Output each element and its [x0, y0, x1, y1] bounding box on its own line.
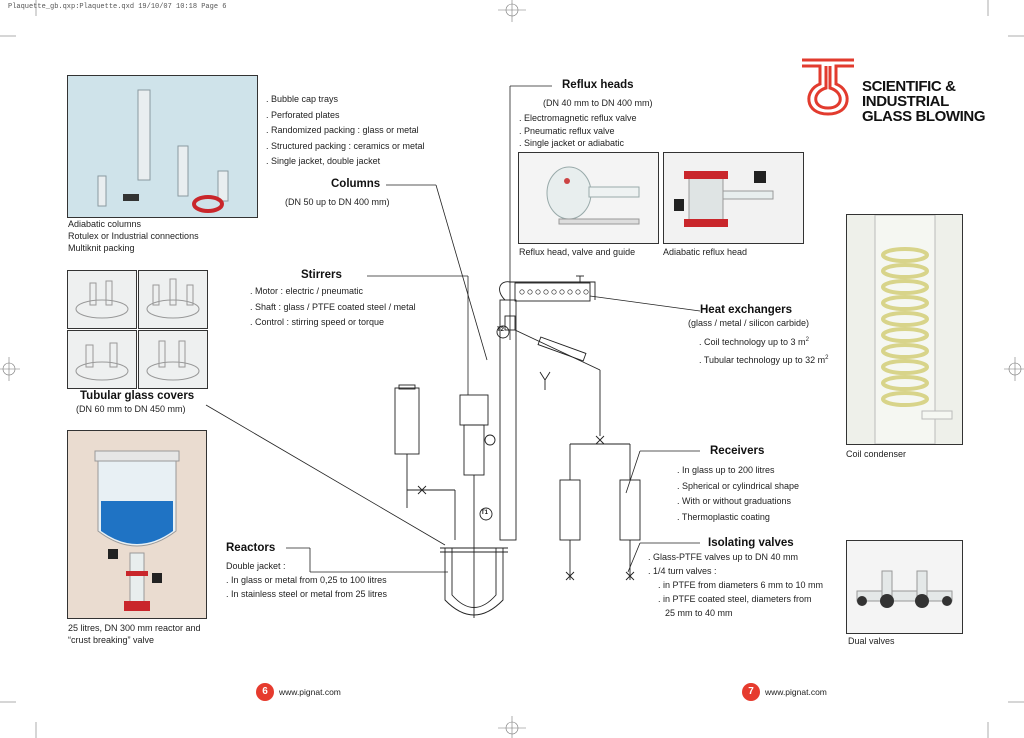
columns-bullets: . Bubble cap trays . Perforated plates .…	[266, 92, 425, 170]
reflux-bullets: . Electromagnetic reflux valve . Pneumat…	[519, 112, 637, 150]
temp-sensor-t2: T2	[497, 327, 505, 333]
dual-valves-photo	[846, 540, 963, 634]
footer-url-left[interactable]: www.pignat.com	[279, 687, 341, 697]
bullet-item: . Electromagnetic reflux valve	[519, 113, 637, 123]
footer-logo-right: 7	[742, 683, 760, 701]
valves-heading: Isolating valves	[708, 537, 794, 549]
dual-valves-illustration	[847, 541, 962, 633]
adiabatic-reflux-photo	[663, 152, 804, 244]
glass-columns-illustration	[68, 76, 257, 217]
heat-bullet-2: . Tubular technology up to 32 m	[699, 354, 826, 365]
temp-sensor-t1: T1	[481, 510, 489, 516]
superscript: 2	[805, 337, 809, 343]
bullet-item: . Control : stirring speed or torque	[250, 317, 385, 327]
bullet-item: . Coil technology up to 3 m2	[699, 333, 828, 351]
bullet-item: . Structured packing : ceramics or metal	[266, 140, 425, 151]
receivers-heading: Receivers	[710, 445, 765, 457]
bullet-item: . in PTFE from diameters 6 mm to 10 mm	[658, 580, 824, 590]
bullet-item: Double jacket :	[226, 561, 286, 571]
caption-line: Multiknit packing	[68, 243, 135, 253]
print-slug: Plaquette_gb.qxp:Plaquette.qxd 19/10/07 …	[8, 3, 227, 11]
glass-cover-icon	[68, 331, 136, 388]
columns-range: (DN 50 up to DN 400 mm)	[285, 197, 390, 207]
logo-line-3: GLASS BLOWING	[862, 108, 986, 125]
bullet-item: . Motor : electric / pneumatic	[250, 286, 364, 296]
heat-bullets: . Coil technology up to 3 m2 . Tubular t…	[699, 333, 828, 368]
dual-valves-caption: Dual valves	[848, 636, 895, 646]
columns-caption: Adiabatic columns Rotulex or Industrial …	[68, 218, 199, 254]
cover-photo	[67, 330, 137, 389]
bullet-item: 25 mm to 40 mm	[665, 608, 733, 618]
heat-sub: (glass / metal / silicon carbide)	[688, 318, 810, 328]
cover-photo	[138, 270, 208, 329]
heat-heading: Heat exchangers	[700, 304, 793, 316]
receivers-bullets: . In glass up to 200 litres . Spherical …	[677, 463, 799, 525]
columns-photo	[67, 75, 258, 218]
company-logo	[798, 54, 858, 123]
reactor-illustration	[68, 431, 206, 618]
coil-caption: Coil condenser	[846, 449, 907, 459]
glassblowing-logo-icon	[802, 58, 854, 116]
reactor-photo	[67, 430, 207, 619]
bullet-item: . Tubular technology up to 32 m2	[699, 351, 828, 369]
valves-bullets: . Glass-PTFE valves up to DN 40 mm . 1/4…	[648, 550, 823, 620]
reactors-bullets: Double jacket : . In glass or metal from…	[226, 559, 387, 601]
reflux-head-photo	[518, 152, 659, 244]
bullet-item: . 1/4 turn valves :	[648, 566, 717, 576]
glass-cover-icon	[139, 271, 207, 328]
logo-line-1: SCIENTIFIC &	[862, 78, 956, 95]
bullet-item: . In stainless steel or metal from 25 li…	[226, 589, 388, 599]
footer-url-right[interactable]: www.pignat.com	[765, 687, 827, 697]
bullet-item: . With or without graduations	[677, 496, 792, 506]
bullet-item: . Glass-PTFE valves up to DN 40 mm	[648, 552, 799, 562]
caption-line: Rotulex or Industrial connections	[68, 231, 199, 241]
columns-heading: Columns	[331, 178, 381, 190]
bullet-item: . In glass up to 200 litres	[677, 465, 775, 475]
stirrers-heading: Stirrers	[301, 269, 342, 281]
cover-photo	[138, 330, 208, 389]
coil-condenser-illustration	[847, 215, 962, 444]
bullet-item: . Spherical or cylindrical shape	[677, 480, 800, 491]
bullet-item: . Perforated plates	[266, 109, 340, 120]
heat-bullet-1: . Coil technology up to 3 m	[699, 337, 806, 347]
covers-range: (DN 60 mm to DN 450 mm)	[76, 404, 186, 414]
logo-text: SCIENTIFIC & INDUSTRIAL GLASS BLOWING	[862, 78, 986, 125]
bullet-item: . in PTFE coated steel, diameters from	[658, 594, 812, 604]
covers-heading: Tubular glass covers	[80, 390, 195, 402]
bullet-item: . Bubble cap trays	[266, 94, 339, 104]
caption-line: 25 litres, DN 300 mm reactor and	[68, 623, 201, 633]
stirrers-bullets: . Motor : electric / pneumatic . Shaft :…	[250, 284, 416, 331]
bullet-item: . Single jacket or adiabatic	[519, 138, 625, 148]
bullet-item: . Shaft : glass / PTFE coated steel / me…	[250, 301, 416, 312]
footer-logo-left: 6	[256, 683, 274, 701]
bullet-item: . In glass or metal from 0,25 to 100 lit…	[226, 575, 387, 585]
logo-line-2: INDUSTRIAL	[862, 93, 949, 110]
bullet-item: . Randomized packing : glass or metal	[266, 125, 419, 135]
superscript: 2	[825, 354, 829, 361]
reflux-heading: Reflux heads	[562, 79, 634, 91]
process-diagram	[394, 275, 641, 618]
cover-photo	[67, 270, 137, 329]
bullet-item: . Pneumatic reflux valve	[519, 125, 615, 136]
adiabatic-reflux-illustration	[664, 153, 803, 243]
reflux-range: (DN 40 mm to DN 400 mm)	[543, 98, 653, 108]
caption-line: “crust breaking” valve	[68, 635, 155, 645]
reflux-head-illustration	[519, 153, 658, 243]
glass-cover-icon	[68, 271, 136, 328]
covers-photo-grid	[67, 270, 208, 389]
caption-line: Adiabatic columns	[68, 219, 142, 229]
bullet-item: . Thermoplastic coating	[677, 511, 770, 522]
reactors-heading: Reactors	[226, 542, 276, 554]
reflux-caption-2: Adiabatic reflux head	[663, 247, 748, 257]
glass-cover-icon	[139, 331, 207, 388]
reactor-caption: 25 litres, DN 300 mm reactor and “crust …	[68, 622, 201, 646]
coil-condenser-photo	[846, 214, 963, 445]
reflux-caption-1: Reflux head, valve and guide	[519, 247, 636, 257]
bullet-item: . Single jacket, double jacket	[266, 156, 381, 166]
